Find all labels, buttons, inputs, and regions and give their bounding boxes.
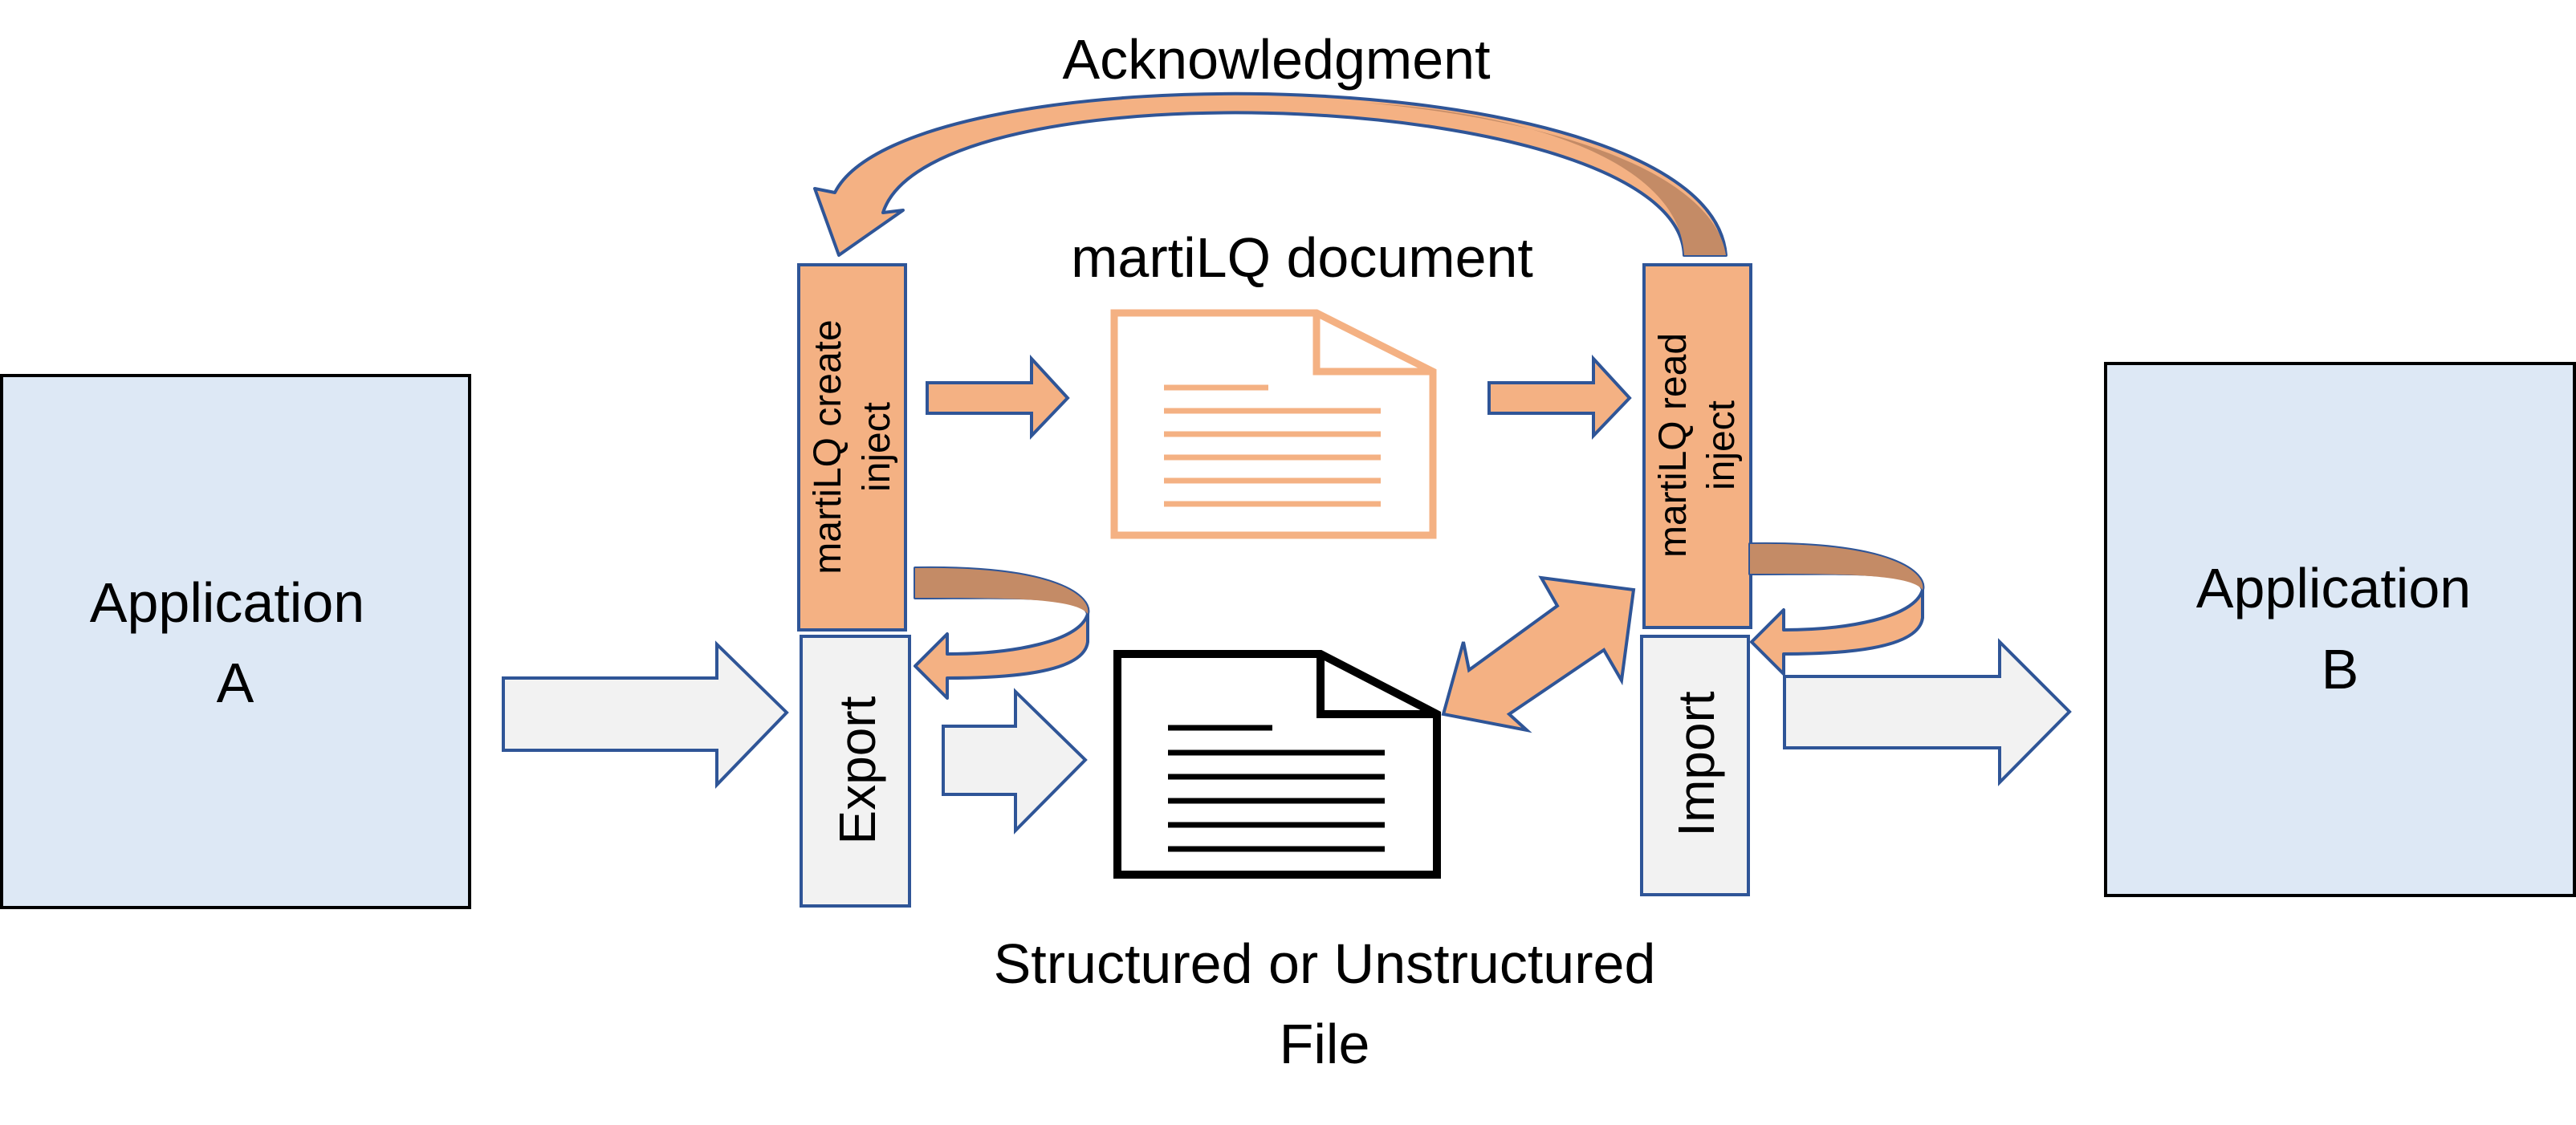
read-to-import-curved-arrow bbox=[1748, 542, 1925, 676]
file-read-double-arrow bbox=[1441, 575, 1636, 733]
application-b-line1: Application bbox=[2196, 557, 2471, 619]
martilq-read-line1: martiLQ read bbox=[1652, 333, 1695, 558]
file-icon bbox=[1113, 650, 1441, 879]
application-b-box: Application B bbox=[2104, 362, 2576, 897]
martilq-document-icon bbox=[1110, 309, 1437, 539]
document-to-read-arrow bbox=[1487, 354, 1632, 440]
application-b-line2: B bbox=[2322, 638, 2359, 701]
export-label: Export bbox=[828, 696, 886, 844]
acknowledgment-label: Acknowledgment bbox=[1062, 28, 1490, 91]
application-a-line1: Application bbox=[90, 571, 364, 634]
import-label: Import bbox=[1667, 691, 1725, 837]
acknowledgment-arrow: Acknowledgment bbox=[813, 28, 1728, 257]
import-to-app-b-arrow bbox=[1783, 638, 2072, 786]
martilq-read-block: martiLQ read inject bbox=[1642, 263, 1752, 629]
export-block: Export bbox=[800, 635, 911, 908]
create-to-export-curved-arrow bbox=[914, 566, 1090, 700]
application-a-box: Application A bbox=[0, 374, 471, 909]
martilq-create-line1: martiLQ create bbox=[807, 319, 849, 574]
martilq-create-block: martiLQ create inject bbox=[797, 263, 907, 632]
app-a-to-export-arrow bbox=[502, 640, 789, 789]
create-to-document-arrow bbox=[926, 354, 1070, 440]
file-caption-line2: File bbox=[1280, 1013, 1370, 1075]
export-to-file-arrow bbox=[942, 688, 1088, 835]
martilq-create-line2: inject bbox=[856, 402, 898, 492]
martilq-document-label: martiLQ document bbox=[1071, 226, 1533, 289]
file-caption-line1: Structured or Unstructured bbox=[994, 932, 1656, 995]
application-a-line2: A bbox=[217, 652, 254, 714]
martilq-read-line2: inject bbox=[1700, 400, 1743, 490]
import-block: Import bbox=[1640, 635, 1750, 896]
